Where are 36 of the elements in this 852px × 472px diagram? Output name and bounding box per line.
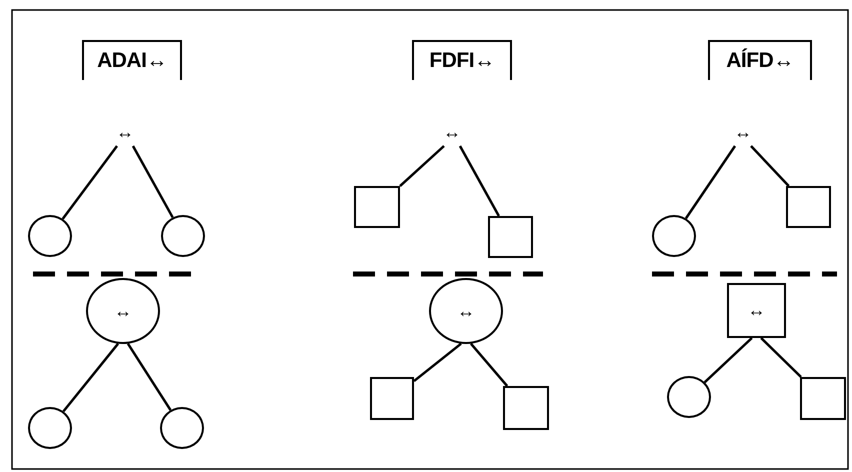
circle-node xyxy=(161,215,205,257)
symbol-label: ↔ xyxy=(443,122,461,142)
square-node xyxy=(488,216,533,258)
heading-label: AÍFD↔ xyxy=(726,49,794,73)
connector-line xyxy=(126,343,172,411)
connector-line xyxy=(684,145,736,220)
circle-node xyxy=(652,215,696,257)
square-node xyxy=(503,386,549,430)
connector-line xyxy=(760,337,802,378)
square-node xyxy=(800,377,846,420)
square-node xyxy=(354,186,400,228)
symbol-label: ↔ xyxy=(457,300,475,322)
circle-node xyxy=(28,407,72,449)
square-node xyxy=(786,186,831,228)
symbol-label: ↔ xyxy=(748,300,766,321)
connector-line xyxy=(62,342,120,412)
connector-line xyxy=(413,342,462,382)
circle-node xyxy=(667,376,711,418)
circle-node xyxy=(429,278,503,344)
square-node xyxy=(727,283,786,338)
circle-node xyxy=(160,407,204,449)
heading-label: ADAI↔ xyxy=(97,49,167,73)
connector-line xyxy=(704,337,753,384)
connector-line xyxy=(750,145,790,187)
heading-label: FDFI↔ xyxy=(429,49,495,73)
circle-node xyxy=(28,215,72,257)
connector-line xyxy=(399,145,445,187)
connector-line xyxy=(458,145,500,217)
circle-node xyxy=(86,278,160,344)
connector-line xyxy=(132,145,174,218)
connector-line xyxy=(62,145,118,220)
connector-line xyxy=(470,342,508,387)
symbol-label: ↔ xyxy=(114,300,132,322)
symbol-label: ↔ xyxy=(116,122,134,142)
square-node xyxy=(370,377,414,420)
symbol-label: ↔ xyxy=(734,122,752,142)
